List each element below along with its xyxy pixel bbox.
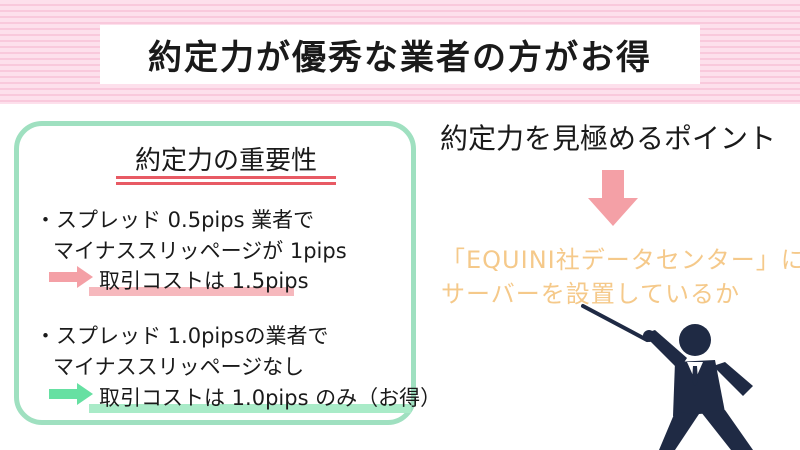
case1-result: 取引コストは 1.5pips bbox=[99, 269, 309, 293]
heading-double-underline bbox=[116, 176, 336, 185]
importance-card: 約定力の重要性 ・スプレッド 0.5pips 業者で マイナススリッページが 1… bbox=[14, 121, 441, 425]
case1-result-highlight bbox=[89, 287, 294, 296]
pink-arrow-icon bbox=[49, 266, 93, 288]
answer-line2: サーバーを設置しているか bbox=[441, 280, 741, 308]
case2-result: 取引コストは 1.0pips のみ（お得） bbox=[99, 386, 442, 410]
case2-line2: マイナススリッページなし bbox=[53, 355, 305, 379]
answer-line1: 「EQUINI社データセンター」に bbox=[441, 246, 800, 274]
case1-line1: ・スプレッド 0.5pips 業者で bbox=[35, 208, 315, 232]
case1-line2: マイナススリッページが 1pips bbox=[53, 239, 347, 263]
case2-result-highlight bbox=[89, 404, 411, 413]
page-title: 約定力が優秀な業者の方がお得 bbox=[100, 25, 700, 84]
card-heading: 約定力の重要性 bbox=[134, 146, 317, 176]
businessman-pointing-icon bbox=[581, 304, 753, 450]
point-heading: 約定力を見極めるポイント bbox=[440, 122, 777, 155]
green-arrow-icon bbox=[49, 383, 93, 405]
case2-line1: ・スプレッド 1.0pipsの業者で bbox=[35, 324, 329, 348]
down-arrow-icon bbox=[588, 170, 638, 226]
